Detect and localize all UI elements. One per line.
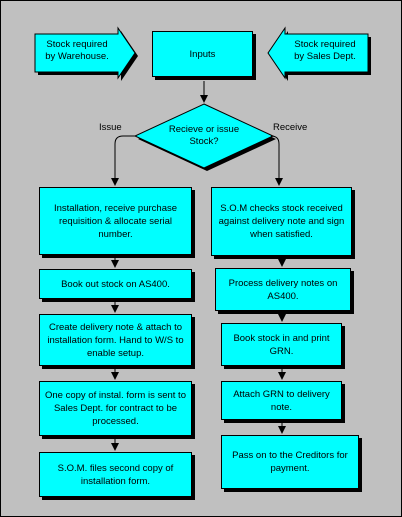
connector-issue-branch [111, 135, 135, 186]
sales-input-label: Stock required by Sales Dept. [294, 39, 356, 62]
decision-shape [133, 103, 275, 169]
warehouse-arrow-shape [34, 26, 136, 80]
issue-step-4-label: One copy of instal. form is sent to Sale… [45, 390, 186, 427]
issue-branch-label: Issue [99, 122, 122, 133]
receive-step-3: Book stock in and print GRN. [221, 323, 342, 366]
sales-arrow-shape [267, 26, 369, 80]
inputs-box: Inputs [152, 31, 253, 77]
issue-step-2: Book out stock on AS400. [39, 269, 192, 299]
receive-step-2-label: Process delivery notes on AS400. [228, 277, 338, 302]
receive-step-3-label: Book stock in and print GRN. [233, 332, 330, 357]
receive-step-5-label: Pass on to the Creditors for payment. [232, 450, 348, 474]
issue-step-3-label: Create delivery note & attach to install… [47, 321, 184, 359]
receive-step-5: Pass on to the Creditors for payment. [221, 435, 359, 489]
receive-step-1: S.O.M checks stock received against deli… [211, 187, 352, 256]
receive-step-1-label: S.O.M checks stock received against deli… [218, 203, 345, 240]
issue-step-5: S.O.M. files second copy of installation… [39, 452, 192, 497]
inputs-label: Inputs [189, 48, 216, 60]
receive-step-4-label: Attach GRN to delivery note. [233, 388, 330, 413]
receive-step-2: Process delivery notes on AS400. [215, 268, 351, 311]
decision-label: Recieve or issue Stock? [168, 124, 240, 147]
receive-step-4: Attach GRN to delivery note. [221, 381, 342, 420]
issue-step-1-label: Installation, receive purchase requisiti… [53, 202, 178, 240]
issue-step-1: Installation, receive purchase requisiti… [39, 187, 192, 255]
warehouse-input-label: Stock required by Warehouse. [45, 39, 109, 62]
issue-step-4: One copy of instal. form is sent to Sale… [39, 381, 192, 436]
connector-receive-branch [270, 135, 283, 186]
receive-branch-label: Receive [273, 122, 308, 133]
issue-step-2-label: Book out stock on AS400. [61, 278, 170, 290]
issue-step-3: Create delivery note & attach to install… [39, 314, 192, 366]
issue-step-5-label: S.O.M. files second copy of installation… [57, 462, 174, 487]
